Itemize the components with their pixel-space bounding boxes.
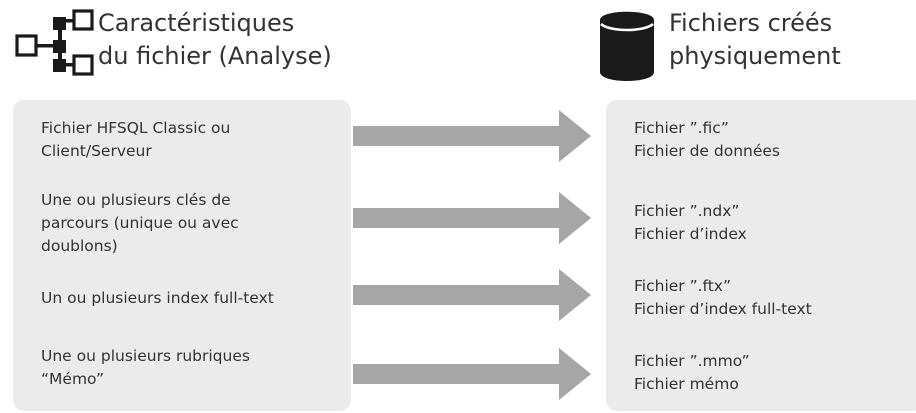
target-item-line: Fichier d’index full-text	[634, 300, 812, 318]
mapping-arrow	[353, 348, 591, 400]
target-item-ftx: Fichier ”.ftx” Fichier d’index full-text	[634, 275, 812, 321]
source-title-line-1: Caractéristiques	[98, 9, 295, 37]
source-item-data-file: Fichier HFSQL Classic ou Client/Serveur	[41, 117, 230, 163]
target-item-line: Fichier ”.ftx”	[634, 277, 732, 295]
source-item-line: Une ou plusieurs clés de	[41, 191, 231, 209]
source-item-line: Fichier HFSQL Classic ou	[41, 119, 231, 137]
target-item-ndx: Fichier ”.ndx” Fichier d’index	[634, 200, 747, 246]
source-item-fulltext: Un ou plusieurs index full-text	[41, 287, 274, 310]
target-item-line: Fichier ”.mmo”	[634, 352, 750, 370]
target-item-line: Fichier ”.ndx”	[634, 202, 740, 220]
source-item-line: Client/Serveur	[41, 142, 152, 160]
source-item-line: “Mémo”	[41, 370, 104, 388]
source-panel	[13, 100, 351, 411]
target-item-line: Fichier ”.fic”	[634, 119, 729, 137]
source-item-line: Une ou plusieurs rubriques	[41, 347, 250, 365]
target-title-line-2: physiquement	[669, 42, 841, 70]
database-cylinder-icon	[600, 11, 654, 81]
source-item-line: parcours (unique ou avec	[41, 214, 239, 232]
target-title-line-1: Fichiers créés	[669, 9, 833, 37]
source-item-line: doublons)	[41, 237, 118, 255]
target-column-title: Fichiers créés physiquement	[669, 7, 841, 73]
target-item-mmo: Fichier ”.mmo” Fichier mémo	[634, 350, 750, 396]
source-column-title: Caractéristiques du fichier (Analyse)	[98, 7, 332, 73]
target-item-line: Fichier de données	[634, 142, 781, 160]
mapping-arrow	[353, 110, 591, 162]
target-item-line: Fichier mémo	[634, 375, 739, 393]
target-item-fic: Fichier ”.fic” Fichier de données	[634, 117, 780, 163]
source-item-memo: Une ou plusieurs rubriques “Mémo”	[41, 345, 250, 391]
source-item-keys: Une ou plusieurs clés de parcours (uniqu…	[41, 189, 239, 258]
source-title-line-2: du fichier (Analyse)	[98, 42, 332, 70]
source-item-line: Un ou plusieurs index full-text	[41, 289, 274, 307]
target-item-line: Fichier d’index	[634, 225, 747, 243]
mapping-arrow	[353, 192, 591, 244]
target-panel	[606, 100, 916, 411]
hierarchy-tree-icon	[15, 9, 94, 76]
mapping-arrow	[353, 269, 591, 321]
